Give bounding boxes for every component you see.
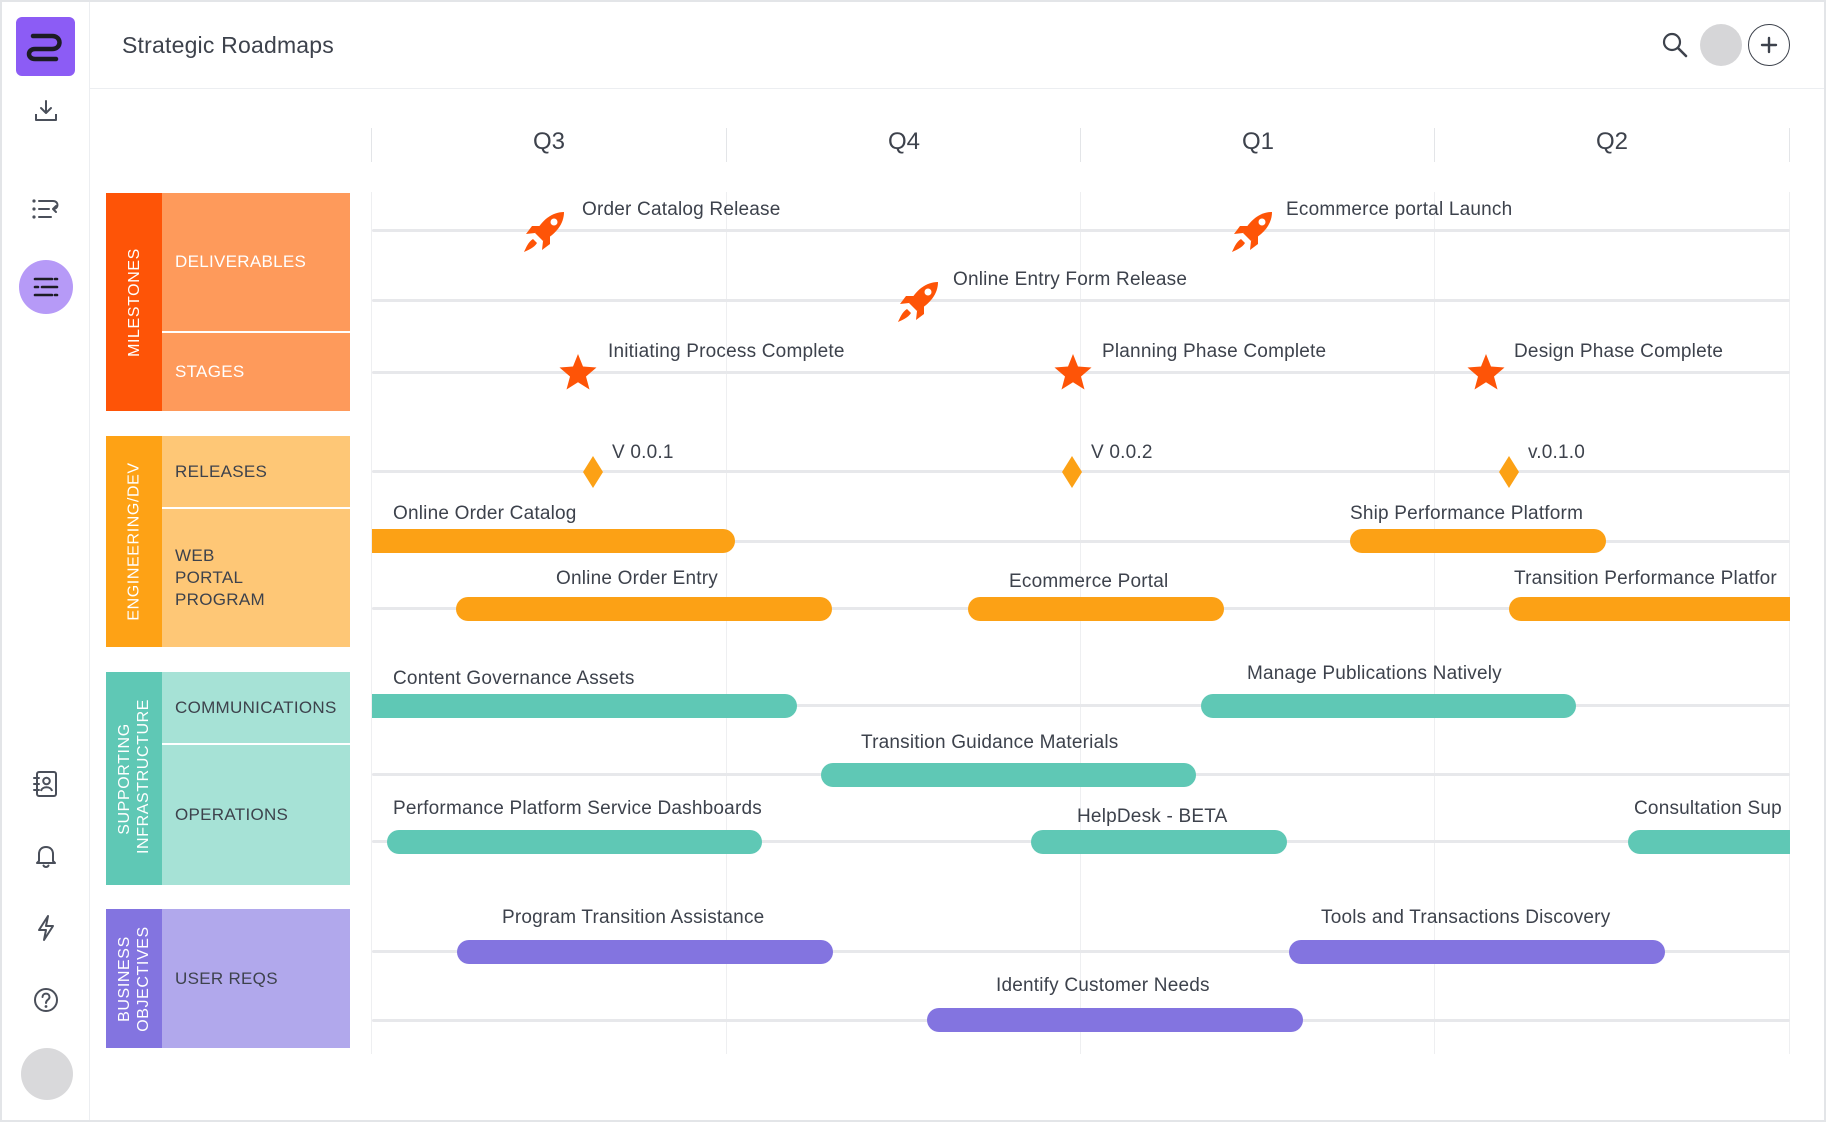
- logo-icon[interactable]: [16, 17, 75, 76]
- nav-rail: [2, 2, 90, 1120]
- task-bar[interactable]: [1509, 597, 1790, 621]
- diamond-icon[interactable]: [1498, 455, 1520, 489]
- lane-deliverables-2: [372, 299, 1790, 302]
- milestone-label[interactable]: Design Phase Complete: [1514, 341, 1724, 362]
- quarter-separator: [726, 128, 727, 162]
- quarter-q2[interactable]: Q2: [1595, 128, 1628, 155]
- task-bar[interactable]: [1289, 940, 1665, 964]
- row-communications[interactable]: COMMUNICATIONS: [162, 672, 350, 743]
- task-label[interactable]: Online Order Entry: [556, 568, 718, 589]
- task-bar[interactable]: [372, 529, 735, 553]
- task-label[interactable]: Transition Guidance Materials: [861, 732, 1119, 753]
- task-bar[interactable]: [1201, 694, 1576, 718]
- group-supporting-infrastructure[interactable]: SUPPORTING INFRASTRUCTURE: [106, 672, 162, 885]
- task-bar[interactable]: [457, 940, 833, 964]
- task-label[interactable]: Transition Performance Platfor: [1514, 568, 1777, 589]
- help-icon[interactable]: [19, 973, 73, 1027]
- search-icon[interactable]: [1660, 30, 1690, 60]
- task-label[interactable]: Identify Customer Needs: [996, 975, 1210, 996]
- grid-line: [1434, 192, 1435, 1054]
- diamond-icon[interactable]: [1061, 455, 1083, 489]
- lane-web-portal-1: [372, 540, 1790, 543]
- milestone-label[interactable]: Planning Phase Complete: [1102, 341, 1327, 362]
- task-bar[interactable]: [1350, 529, 1606, 553]
- download-icon[interactable]: [19, 84, 73, 138]
- task-bar[interactable]: [1628, 830, 1790, 854]
- group-business-objectives[interactable]: BUSINESS OBJECTIVES: [106, 909, 162, 1048]
- grid-line: [1080, 192, 1081, 1054]
- task-label[interactable]: Performance Platform Service Dashboards: [393, 798, 762, 819]
- quarter-q3[interactable]: Q3: [532, 128, 565, 155]
- plus-icon: [1760, 36, 1778, 54]
- task-label[interactable]: Manage Publications Natively: [1247, 663, 1502, 684]
- task-bar[interactable]: [927, 1008, 1303, 1032]
- lane-deliverables-1: [372, 229, 1790, 232]
- milestone-label[interactable]: Initiating Process Complete: [608, 341, 845, 362]
- contacts-icon[interactable]: [19, 757, 73, 811]
- rocket-icon[interactable]: [1226, 206, 1278, 258]
- rocket-icon[interactable]: [892, 276, 944, 328]
- quarter-separator: [1080, 128, 1081, 162]
- quarter-q1[interactable]: Q1: [1241, 128, 1274, 155]
- star-icon[interactable]: [1053, 352, 1093, 392]
- milestone-label[interactable]: Ecommerce portal Launch: [1286, 199, 1513, 220]
- lane-communications-1: [372, 704, 1790, 707]
- task-label[interactable]: Online Order Catalog: [393, 503, 577, 524]
- row-operations[interactable]: OPERATIONS: [162, 745, 350, 885]
- grid-line: [726, 192, 727, 1054]
- task-label[interactable]: Content Governance Assets: [393, 668, 635, 689]
- group-engineering[interactable]: ENGINEERING/DEV: [106, 436, 162, 647]
- top-header: Strategic Roadmaps: [90, 2, 1824, 89]
- diamond-icon[interactable]: [582, 455, 604, 489]
- release-label[interactable]: V 0.0.2: [1091, 442, 1153, 463]
- task-label[interactable]: Ship Performance Platform: [1350, 503, 1584, 524]
- row-user-reqs[interactable]: USER REQS: [162, 909, 350, 1048]
- task-bar[interactable]: [456, 597, 832, 621]
- roadmap-icon[interactable]: [19, 260, 73, 314]
- release-label[interactable]: v.0.1.0: [1528, 442, 1586, 463]
- task-label[interactable]: Program Transition Assistance: [502, 907, 765, 928]
- quarter-separator: [1789, 128, 1790, 162]
- row-deliverables[interactable]: DELIVERABLES: [162, 193, 350, 331]
- list-icon[interactable]: [19, 182, 73, 236]
- task-bar[interactable]: [372, 694, 797, 718]
- row-web-portal-program[interactable]: WEB PORTAL PROGRAM: [162, 509, 350, 647]
- star-icon[interactable]: [1466, 352, 1506, 392]
- lightning-icon[interactable]: [19, 901, 73, 955]
- add-button[interactable]: [1748, 24, 1790, 66]
- task-label[interactable]: Consultation Sup: [1634, 798, 1782, 819]
- lane-user-reqs-1: [372, 950, 1790, 953]
- user-avatar[interactable]: [21, 1048, 73, 1100]
- star-icon[interactable]: [558, 352, 598, 392]
- quarter-separator: [371, 128, 372, 162]
- task-bar[interactable]: [821, 763, 1196, 787]
- milestone-label[interactable]: Online Entry Form Release: [953, 269, 1188, 290]
- task-label[interactable]: Ecommerce Portal: [1009, 571, 1169, 592]
- task-bar[interactable]: [1031, 830, 1287, 854]
- bell-icon[interactable]: [19, 829, 73, 883]
- task-bar[interactable]: [968, 597, 1224, 621]
- row-stages[interactable]: STAGES: [162, 333, 350, 411]
- quarter-q4[interactable]: Q4: [887, 128, 920, 155]
- quarter-separator: [1434, 128, 1435, 162]
- rocket-icon[interactable]: [518, 206, 570, 258]
- release-label[interactable]: V 0.0.1: [612, 442, 674, 463]
- milestone-label[interactable]: Order Catalog Release: [582, 199, 781, 220]
- grid-line: [371, 192, 372, 1054]
- group-milestones[interactable]: MILESTONES: [106, 193, 162, 411]
- header-avatar[interactable]: [1700, 24, 1742, 66]
- task-bar[interactable]: [387, 830, 762, 854]
- task-label[interactable]: Tools and Transactions Discovery: [1321, 907, 1611, 928]
- task-label[interactable]: HelpDesk - BETA: [1077, 806, 1228, 827]
- page-title: Strategic Roadmaps: [122, 32, 334, 58]
- grid-line: [1789, 192, 1790, 1054]
- row-releases[interactable]: RELEASES: [162, 436, 350, 507]
